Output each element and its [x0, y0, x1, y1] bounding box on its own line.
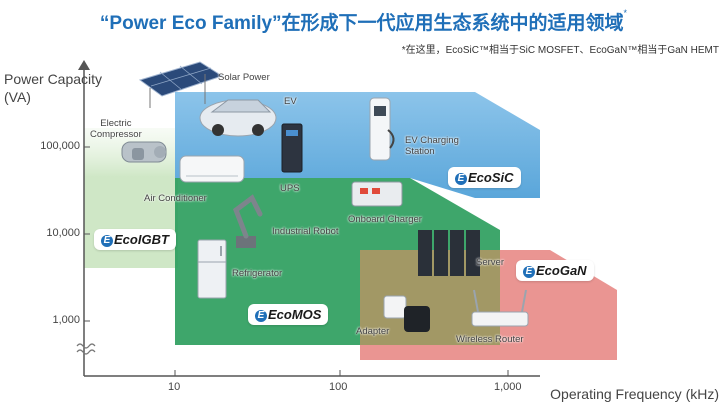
eco-igbt-name: IGBT — [137, 232, 169, 247]
eco-mos-name: MOS — [291, 307, 322, 322]
wireless-router-icon — [471, 289, 529, 327]
eco-igbt-prefix: Eco — [114, 232, 138, 247]
x-axis-title: Operating Frequency (kHz) — [550, 386, 719, 402]
x-tick-label: 10 — [168, 381, 181, 393]
y-tick-label: 100,000 — [40, 140, 80, 152]
electric-compressor-icon — [121, 141, 167, 163]
mos-region — [175, 178, 500, 345]
y-axis-arrow — [78, 60, 90, 70]
server-icon — [418, 230, 480, 276]
eco-sic-name: SiC — [491, 170, 514, 185]
refrigerator-icon — [197, 239, 227, 299]
eco-logo-mark-icon: E — [101, 235, 113, 247]
eco-logo-mark-icon: E — [455, 173, 467, 185]
x-tick-label: 100 — [329, 381, 348, 393]
eco-logo-mark-icon: E — [255, 310, 267, 322]
label-server: Server — [476, 257, 504, 268]
mos-gan-overlap — [360, 250, 500, 345]
label-industrial-robot: Industrial Robot — [272, 226, 339, 237]
label-ups: UPS — [280, 183, 300, 194]
label-ev-charging-station: EV Charging Station — [405, 135, 459, 157]
label-ev: EV — [284, 96, 297, 107]
diagram-title-text: “Power Eco Family”在形成下一代应用生态系统中的适用领域 — [99, 13, 624, 34]
y-tick-label: 1,000 — [52, 314, 80, 326]
label-air-conditioner: Air Conditioner — [144, 193, 207, 204]
x-tick-label: 1,000 — [494, 381, 522, 393]
diagram-title: “Power Eco Family”在形成下一代应用生态系统中的适用领域* — [0, 8, 727, 35]
eco-mos-prefix: Eco — [268, 307, 292, 322]
eco-gan-name: GaN — [559, 263, 587, 278]
footnote: *在这里，EcoSiC™相当于SiC MOSFET、EcoGaN™相当于GaN … — [401, 45, 719, 56]
industrial-robot-icon — [232, 194, 263, 248]
onboard-charger-icon — [351, 181, 403, 207]
label-refrigerator: Refrigerator — [232, 268, 283, 279]
solar-panel-icon — [138, 61, 224, 108]
label-adapter: Adapter — [356, 326, 390, 337]
adapter-icon — [383, 295, 430, 332]
eco-sic-prefix: Eco — [468, 170, 492, 185]
label-electric-compressor: Electric Compressor — [90, 118, 142, 140]
label-wireless-router: Wireless Router — [456, 334, 524, 345]
axis-break-mark — [76, 343, 96, 355]
label-onboard-charger: Onboard Charger — [348, 214, 422, 225]
label-solar-power: Solar Power — [218, 72, 270, 83]
y-tick-label: 10,000 — [46, 227, 80, 239]
title-footnote-mark: * — [623, 8, 628, 18]
ups-icon — [281, 123, 303, 173]
eco-logo-mark-icon: E — [523, 266, 535, 278]
ev-charger-icon — [369, 97, 395, 161]
y-axis-title: Power Capacity (VA) — [4, 71, 103, 105]
eco-gan-prefix: Eco — [536, 263, 560, 278]
air-conditioner-icon — [179, 155, 245, 183]
ev-car-icon — [199, 99, 277, 137]
